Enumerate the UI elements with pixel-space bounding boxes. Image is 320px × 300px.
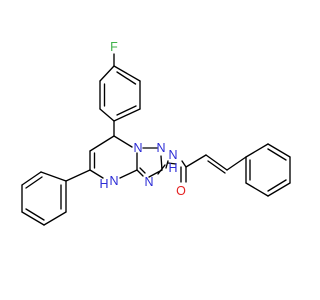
fluorophenyl-ring — [99, 65, 141, 122]
ring-nitrogen-1-label: N — [133, 141, 142, 155]
ring-nh-hydrogen-label: H — [99, 177, 108, 191]
terminal-phenyl-ring — [245, 143, 291, 197]
molecule-structure: F N N N N H N H O — [0, 0, 300, 300]
ring-nh-nitrogen-label: N — [109, 174, 118, 188]
cinnamoyl-chain — [180, 154, 247, 183]
amide-n-link — [167, 162, 177, 165]
canvas-background — [0, 0, 300, 300]
amide-nitrogen-label: N — [168, 148, 177, 162]
pyrimidine-ring — [89, 135, 138, 179]
amide-hydrogen-label: H — [168, 161, 177, 175]
ring-nitrogen-2-label: N — [156, 141, 165, 155]
amide-n-c-bond — [181, 160, 187, 168]
ring-nitrogen-3-label: N — [144, 175, 153, 189]
left-phenyl-ring — [21, 171, 67, 226]
fluorine-atom-label: F — [110, 40, 118, 54]
c5-phenyl-bond — [65, 169, 91, 182]
triazole-amide-bond — [165, 160, 169, 169]
carbonyl-oxygen-label: O — [176, 184, 186, 198]
triazole-ring — [136, 147, 166, 178]
